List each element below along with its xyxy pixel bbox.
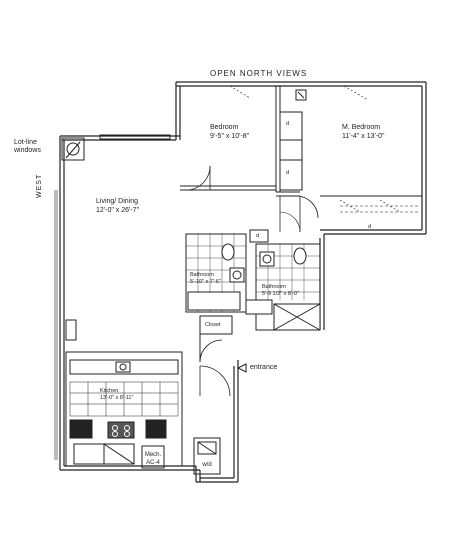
entrance-label: entrance [250, 364, 278, 371]
west-window [54, 190, 58, 460]
mech-name: Mech. [144, 452, 162, 458]
bedroom-walls [180, 85, 422, 219]
closet-marker-1: d [286, 121, 290, 127]
wall-fixture [295, 89, 307, 101]
lot-line-label-1: Lot-line [14, 139, 37, 146]
bathroom2-name: Bathroom [262, 284, 286, 290]
living-dims: 12'-0" x 26'-7" [96, 207, 140, 214]
living-window [99, 134, 171, 140]
living-name: Living/ Dining [96, 198, 139, 205]
bathroom-2 [245, 229, 321, 331]
closet-marker-3: d [256, 233, 260, 239]
master-bedroom-name: M. Bedroom [342, 124, 381, 131]
closet [199, 315, 233, 363]
north-views-label: OPEN NORTH VIEWS [210, 69, 308, 78]
lot-line-label-2: windows [14, 147, 41, 154]
west-label: WEST [36, 173, 43, 198]
kitchen [65, 351, 183, 467]
bathroom-1 [185, 233, 247, 313]
mech-room [141, 445, 165, 469]
entrance-door [199, 365, 231, 397]
bedroom-dims: 9'-5" x 10'-8" [210, 133, 250, 140]
entrance-arrow [236, 363, 247, 373]
bathroom2-dims: 5'-9 1/2" x 8'-0" [262, 291, 299, 297]
closet-name: Closet [205, 322, 221, 328]
bathroom1-dims: 5'-10" x 7'-6" [190, 279, 221, 285]
closet-marker-4: d [368, 224, 372, 230]
closet-box [249, 229, 269, 243]
corner-window [61, 137, 85, 161]
closet-marker-2: d [286, 170, 290, 176]
outer-walls [59, 81, 427, 483]
kitchen-dims: 13'-0" x 8'-11" [100, 395, 134, 401]
mech-code: AC-4 [146, 460, 160, 466]
wd-room [193, 437, 221, 475]
wd-name: w/d [202, 462, 212, 468]
wall-fixture [65, 319, 77, 341]
kitchen-name: Kitchen [100, 388, 119, 394]
bedroom-name: Bedroom [210, 124, 239, 131]
bathroom1-name: Bathroom [190, 272, 214, 278]
master-bedroom-dims: 11'-4" x 13'-0" [342, 133, 385, 140]
